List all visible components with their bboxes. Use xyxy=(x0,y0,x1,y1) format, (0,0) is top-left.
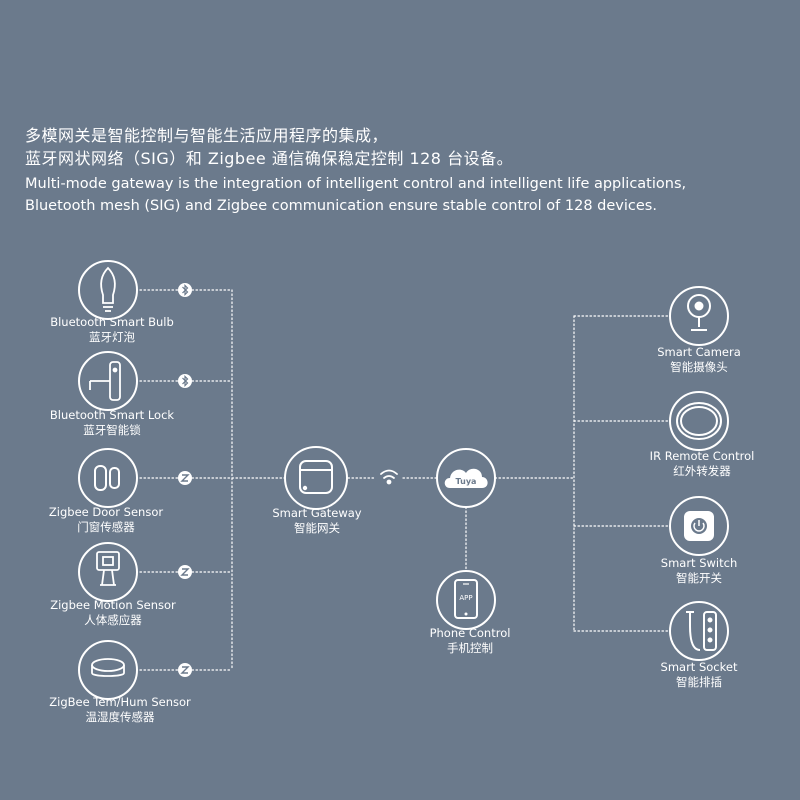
label-door-en: Zigbee Door Sensor xyxy=(48,505,164,519)
label-lock-en: Bluetooth Smart Lock xyxy=(49,408,175,422)
ir-remote-icon xyxy=(676,402,722,440)
bulb-circle xyxy=(78,260,138,320)
label-phone-en: Phone Control xyxy=(429,626,511,640)
cloud-icon: Tuya xyxy=(444,468,488,488)
label-ir-cn: 红外转发器 xyxy=(673,464,731,478)
label-camera-en: Smart Camera xyxy=(657,345,741,359)
heading: 多模网关是智能控制与智能生活应用程序的集成， 蓝牙网状网络（SIG）和 Zigb… xyxy=(25,128,785,213)
label-motion-cn: 人体感应器 xyxy=(84,613,142,627)
connection-lines xyxy=(135,289,671,671)
label-switch-en: Smart Switch xyxy=(660,556,738,570)
phone-screen-label: APP xyxy=(459,594,472,602)
heading-en-line1: Multi-mode gateway is the integration of… xyxy=(25,176,687,192)
lock-icon xyxy=(89,361,121,401)
ir-circle xyxy=(669,391,729,451)
label-switch: Smart Switch 智能开关 xyxy=(661,556,737,586)
label-ir-en: IR Remote Control xyxy=(649,449,755,463)
zigbee-icon xyxy=(178,663,192,677)
label-phone-cn: 手机控制 xyxy=(446,641,493,655)
phone-icon: APP xyxy=(454,579,478,619)
label-camera-cn: 智能摄像头 xyxy=(670,360,728,374)
bluetooth-icon xyxy=(178,283,192,297)
heading-en-line2: Bluetooth mesh (SIG) and Zigbee communic… xyxy=(25,197,657,214)
door-circle xyxy=(78,448,138,508)
label-ir: IR Remote Control 红外转发器 xyxy=(650,449,755,479)
label-motion: Zigbee Motion Sensor 人体感应器 xyxy=(50,598,176,628)
phone-circle xyxy=(436,570,496,630)
label-socket-cn: 智能排插 xyxy=(676,675,722,689)
gateway-icon xyxy=(299,460,333,494)
label-lock: Bluetooth Smart Lock 蓝牙智能锁 xyxy=(50,408,174,438)
bluetooth-icon xyxy=(178,374,192,388)
label-socket: Smart Socket 智能排插 xyxy=(661,660,738,690)
label-gateway-en: Smart Gateway xyxy=(272,506,362,520)
socket-icon xyxy=(686,611,717,651)
protocol-badges xyxy=(178,283,192,677)
motion-sensor-icon xyxy=(96,551,120,586)
label-motion-en: Zigbee Motion Sensor xyxy=(50,598,176,612)
label-bulb: Bluetooth Smart Bulb 蓝牙灯泡 xyxy=(50,315,174,345)
label-socket-en: Smart Socket xyxy=(660,660,738,674)
camera-icon xyxy=(687,294,711,331)
label-door-cn: 门窗传感器 xyxy=(77,520,135,534)
label-bulb-cn: 蓝牙灯泡 xyxy=(88,330,135,344)
label-phone: Phone Control 手机控制 xyxy=(430,626,511,656)
wifi-icon xyxy=(380,469,398,485)
label-switch-cn: 智能开关 xyxy=(676,571,722,585)
switch-icon xyxy=(684,511,714,541)
gateway-circle xyxy=(284,446,348,510)
bulb-icon xyxy=(100,266,116,312)
socket-circle xyxy=(669,601,729,661)
heading-cn-line1: 多模网关是智能控制与智能生活应用程序的集成， xyxy=(25,126,389,145)
heading-cn-line2: 蓝牙网状网络（SIG）和 Zigbee 通信确保稳定控制 128 台设备。 xyxy=(25,149,514,168)
label-lock-cn: 蓝牙智能锁 xyxy=(83,423,141,437)
label-temp-en: ZigBee Tem/Hum Sensor xyxy=(49,695,191,709)
motion-circle xyxy=(78,542,138,602)
label-gateway-cn: 智能网关 xyxy=(294,521,340,535)
label-camera: Smart Camera 智能摄像头 xyxy=(657,345,741,375)
zigbee-icon xyxy=(178,565,192,579)
zigbee-icon xyxy=(178,471,192,485)
door-sensor-icon xyxy=(94,465,120,491)
label-gateway: Smart Gateway 智能网关 xyxy=(272,506,361,536)
label-temp-cn: 温湿度传感器 xyxy=(85,710,155,724)
temp-circle xyxy=(78,640,138,700)
temp-hum-sensor-icon xyxy=(91,658,125,677)
cloud-label: Tuya xyxy=(456,477,477,486)
label-door: Zigbee Door Sensor 门窗传感器 xyxy=(49,505,163,535)
label-bulb-en: Bluetooth Smart Bulb xyxy=(50,315,174,329)
label-temp: ZigBee Tem/Hum Sensor 温湿度传感器 xyxy=(49,695,191,725)
